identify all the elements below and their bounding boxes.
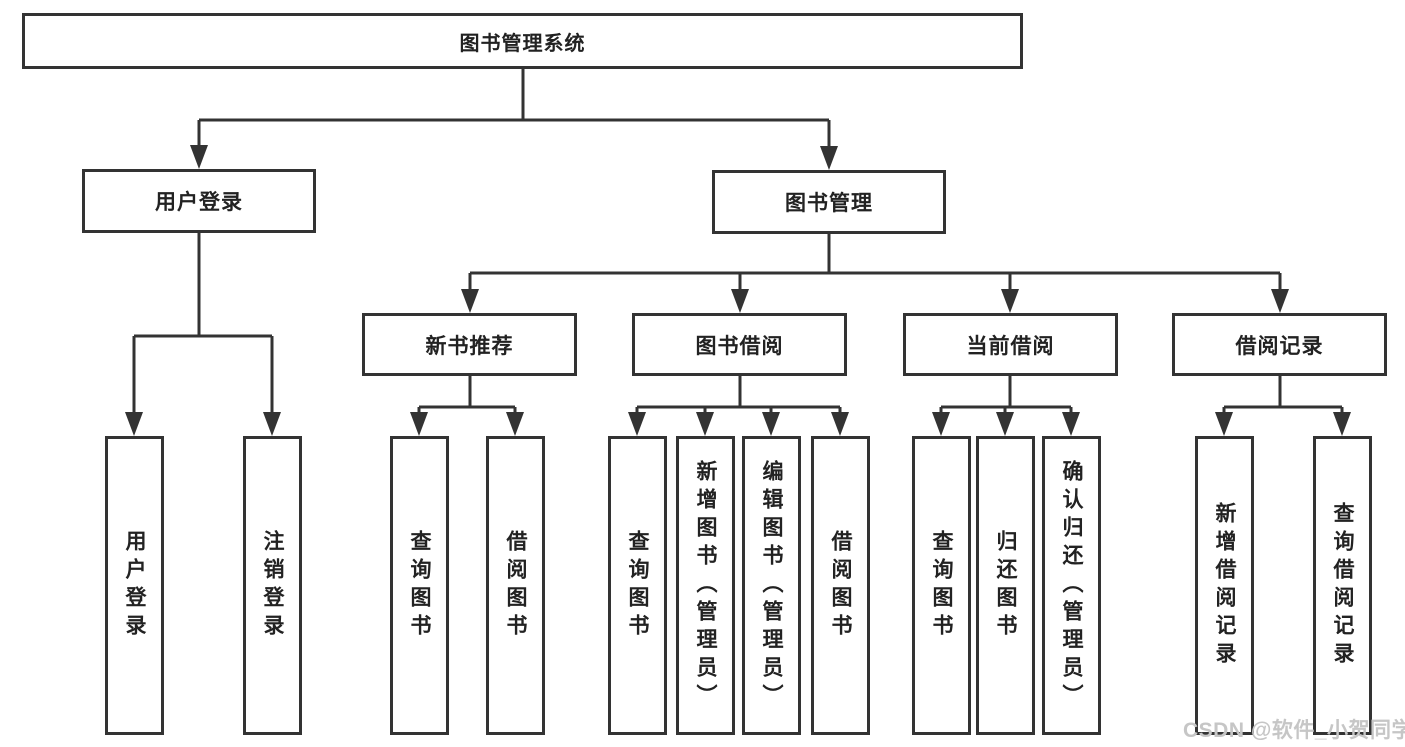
- node-label: 归还图书: [994, 529, 1017, 642]
- node-label: 借阅图书: [504, 529, 527, 642]
- node-label: 新增借阅记录: [1213, 501, 1236, 670]
- leaf-user-login: 用户登录: [105, 436, 164, 735]
- node-library-system: 图书管理系统: [22, 13, 1023, 69]
- node-label: 用户登录: [123, 529, 146, 642]
- leaf-query-books-borrow: 查询图书: [608, 436, 667, 735]
- node-label: 注销登录: [261, 529, 284, 642]
- leaf-query-borrow-record: 查询借阅记录: [1313, 436, 1372, 735]
- leaf-query-books-current: 查询图书: [912, 436, 971, 735]
- watermark-text: CSDN @软件_小贺同学: [1183, 719, 1405, 742]
- node-label: 查询图书: [930, 529, 953, 642]
- node-book-borrow: 图书借阅: [632, 313, 847, 376]
- node-current-borrow: 当前借阅: [903, 313, 1118, 376]
- leaf-return-books: 归还图书: [976, 436, 1035, 735]
- node-label: 编辑图书（管理员）: [760, 459, 783, 712]
- node-label: 当前借阅: [966, 334, 1055, 358]
- node-book-management: 图书管理: [712, 170, 946, 234]
- node-user-login: 用户登录: [82, 169, 316, 233]
- leaf-logout: 注销登录: [243, 436, 302, 735]
- node-label: 图书管理: [785, 192, 873, 215]
- leaf-confirm-return-admin: 确认归还（管理员）: [1042, 436, 1101, 735]
- node-label: 图书管理系统: [459, 32, 586, 55]
- leaf-borrow-books: 借阅图书: [811, 436, 870, 735]
- node-label: 图书借阅: [695, 334, 784, 358]
- node-label: 新书推荐: [425, 334, 514, 358]
- node-label: 查询图书: [408, 529, 431, 642]
- leaf-borrow-books-recommend: 借阅图书: [486, 436, 545, 735]
- leaf-add-books-admin: 新增图书（管理员）: [676, 436, 735, 735]
- node-label: 新增图书（管理员）: [694, 459, 717, 712]
- node-label: 借阅图书: [829, 529, 852, 642]
- node-label: 用户登录: [155, 191, 243, 214]
- leaf-add-borrow-record: 新增借阅记录: [1195, 436, 1254, 735]
- leaf-query-books-recommend: 查询图书: [390, 436, 449, 735]
- node-label: 查询借阅记录: [1331, 501, 1354, 670]
- leaf-edit-books-admin: 编辑图书（管理员）: [742, 436, 801, 735]
- node-new-book-recommend: 新书推荐: [362, 313, 577, 376]
- node-label: 确认归还（管理员）: [1060, 459, 1083, 712]
- node-label: 查询图书: [626, 529, 649, 642]
- node-label: 借阅记录: [1235, 334, 1324, 358]
- node-borrow-records: 借阅记录: [1172, 313, 1387, 376]
